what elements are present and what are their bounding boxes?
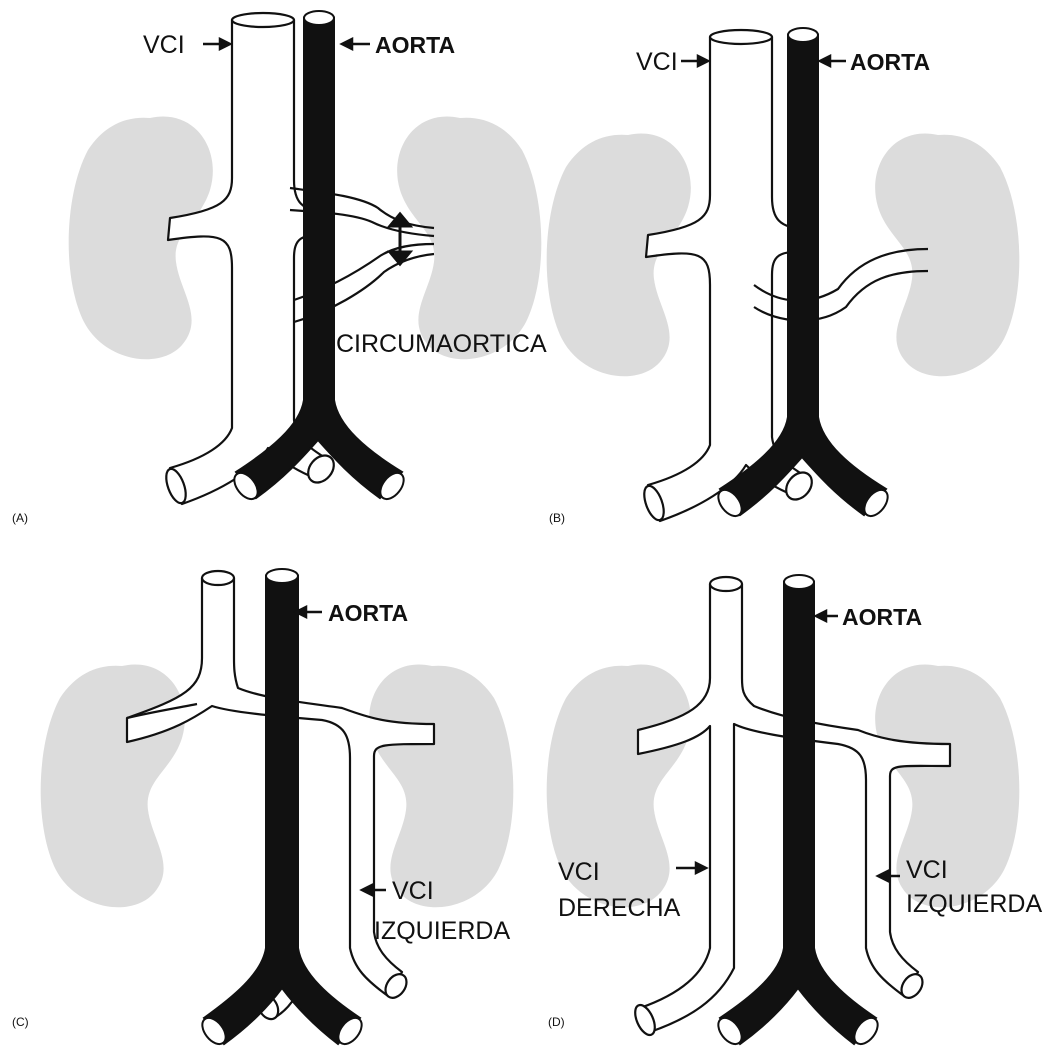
aorta-label: AORTA	[850, 49, 930, 75]
derecha-label: DERECHA	[558, 894, 681, 922]
panel-b: VCI AORTA (B)	[547, 28, 1020, 525]
retroaortic-left-renal-vein	[754, 249, 928, 321]
aorta-pointer-arrow	[296, 607, 322, 617]
panel-d: AORTA VCI DERECHA VCI IZQUIERDA (D)	[547, 575, 1043, 1048]
vci-right-pointer-arrow	[676, 863, 706, 873]
vci-label: VCI	[143, 31, 185, 59]
aorta-label: AORTA	[328, 600, 408, 626]
panel-label: (B)	[549, 511, 565, 525]
double-headed-arrow	[390, 214, 410, 264]
panel-label: (D)	[548, 1015, 565, 1029]
vci-pointer-arrow	[203, 39, 230, 49]
aorta-pointer-arrow	[342, 39, 370, 49]
circumaortica-label: CIRCUMAORTICA	[336, 330, 547, 358]
vci-izquierda-label: VCI	[906, 856, 948, 884]
izquierda-label: IZQUIERDA	[374, 917, 510, 945]
right-kidney	[875, 134, 1019, 377]
left-kidney	[41, 665, 185, 908]
panel-label: (C)	[12, 1015, 29, 1029]
vci-derecha-label: VCI	[558, 858, 600, 886]
panel-label: (A)	[12, 511, 28, 525]
aorta-pointer-arrow	[820, 56, 846, 66]
vci-label: VCI	[392, 877, 434, 905]
vci-label: VCI	[636, 48, 678, 76]
panel-a: VCI AORTA CIRCUMAORTICA (A)	[12, 11, 547, 525]
vci-pointer-arrow	[681, 56, 708, 66]
aorta-pointer-arrow	[816, 611, 838, 621]
izquierda-label: IZQUIERDA	[906, 890, 1042, 918]
right-kidney	[397, 117, 541, 360]
aorta-label: AORTA	[842, 604, 922, 630]
panel-c: AORTA VCI IZQUIERDA (C)	[12, 569, 513, 1048]
right-kidney	[369, 665, 513, 908]
aorta-label: AORTA	[375, 32, 455, 58]
